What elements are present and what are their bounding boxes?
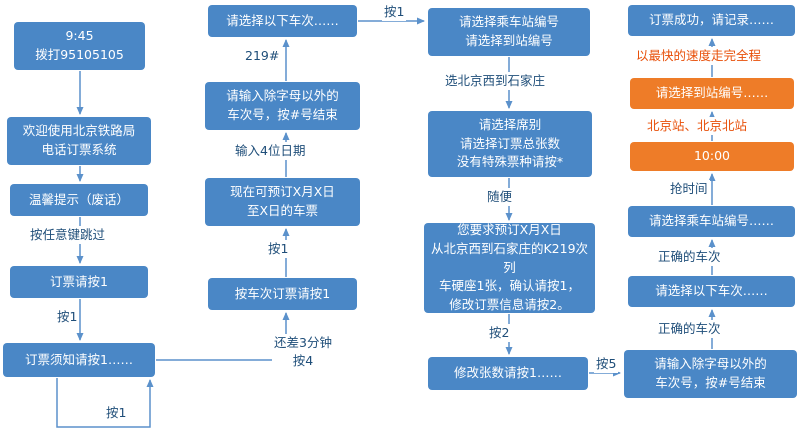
node-notice: 订票须知请按1……: [3, 343, 155, 377]
node-choose-dest-4: 请选择到站编号……: [630, 78, 794, 109]
node-choose-seat: 请选择席别 请选择订票总张数 没有特殊票种请按*: [428, 111, 592, 177]
node-enter-train-2: 请输入除字母以外的 车次号，按#号结束: [205, 82, 360, 130]
edge-label-press5: 按5: [594, 355, 619, 373]
edge-label-press1-c: 按1: [382, 3, 407, 21]
edge-label-still-3min: 还差3分钟 按4: [272, 334, 334, 369]
node-press1-book: 订票请按1: [10, 266, 148, 298]
edge-label-correct-train-a: 正确的车次: [656, 320, 723, 338]
edge-label-stations: 北京站、北京北站: [645, 117, 750, 135]
edge-label-enter-date: 输入4位日期: [233, 142, 308, 160]
arrow-notice-to-bytrain: [156, 312, 290, 361]
node-enter-train-4: 请输入除字母以外的 车次号，按#号结束: [624, 350, 797, 398]
node-available: 现在可预订X月X日 至X日的车票: [205, 178, 360, 226]
node-train-list-2: 请选择以下车次……: [208, 5, 357, 37]
edge-label-press1-a: 按1: [55, 308, 80, 326]
node-confirm: 您要求预订X月X日 从北京西到石家庄的K219次列 车硬座1张，确认请按1， 修…: [424, 222, 595, 313]
node-book-by-train: 按车次订票请按1: [208, 278, 357, 310]
node-train-list-4: 请选择以下车次……: [628, 276, 795, 307]
edge-label-skip-any-key: 按任意键跳过: [28, 226, 108, 244]
node-choose-station-3: 请选择乘车站编号 请选择到站编号: [428, 8, 590, 56]
node-time-10: 10:00: [630, 142, 794, 171]
node-choose-depart-4: 请选择乘车站编号……: [628, 206, 795, 237]
node-tips: 温馨提示（废话）: [10, 184, 148, 216]
edge-label-fast-finish: 以最快的速度走完全程: [634, 47, 764, 65]
edge-label-press1-b: 按1: [266, 240, 291, 258]
edge-label-pick-route: 选北京西到石家庄: [443, 72, 548, 90]
node-dial: 9:45 拨打95105105: [14, 22, 145, 70]
edge-label-whatever: 随便: [485, 188, 515, 206]
node-success: 订票成功，请记录……: [628, 5, 795, 36]
node-modify: 修改张数请按1……: [428, 357, 588, 390]
edge-label-press2: 按2: [487, 324, 512, 342]
edge-label-press1-loop: 按1: [104, 404, 129, 422]
edge-label-grab-time: 抢时间: [668, 180, 710, 198]
edge-label-train-219: 219#: [243, 47, 282, 65]
edge-label-correct-train-b: 正确的车次: [656, 248, 723, 266]
node-welcome: 欢迎使用北京铁路局 电话订票系统: [7, 117, 151, 165]
